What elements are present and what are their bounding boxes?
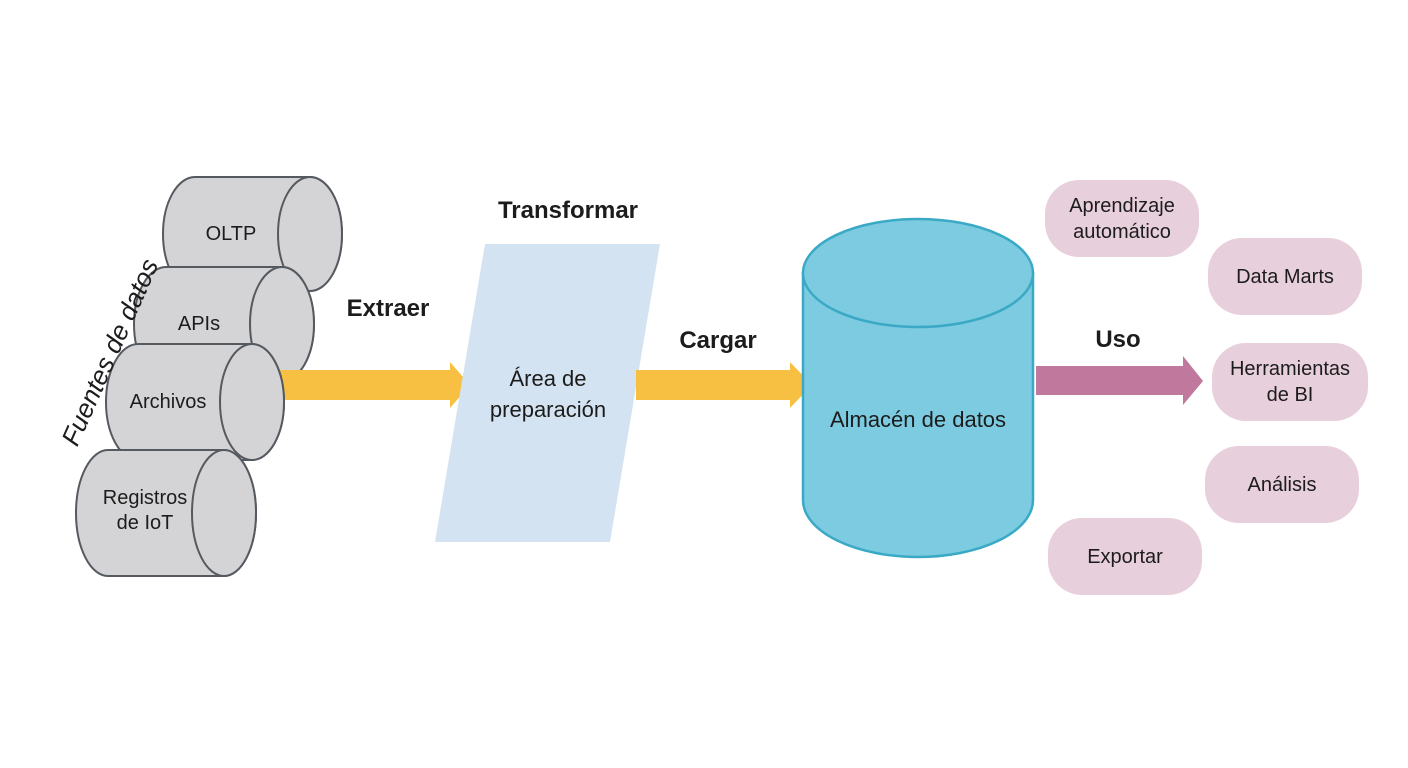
source-cylinder-archivos bbox=[105, 343, 285, 461]
use-label: Uso bbox=[1095, 326, 1141, 353]
source-label-apis: APIs bbox=[177, 313, 221, 335]
output-data-marts: Data Marts bbox=[1208, 238, 1362, 315]
output-bi-tools: Herramientas de BI bbox=[1212, 343, 1368, 421]
source-cylinder-iot bbox=[75, 449, 257, 577]
warehouse-label: Almacén de datos bbox=[829, 407, 1007, 432]
source-label-oltp: OLTP bbox=[205, 223, 257, 245]
extract-label: Extraer bbox=[346, 295, 430, 322]
source-label-archivos: Archivos bbox=[129, 391, 207, 413]
output-label: Exportar bbox=[1087, 545, 1163, 568]
output-label: Aprendizaje automático bbox=[1069, 194, 1175, 243]
output-label: Herramientas de BI bbox=[1229, 358, 1351, 406]
extract-arrow bbox=[270, 362, 470, 408]
output-label: Análisis bbox=[1247, 473, 1317, 496]
staging-area-shape bbox=[435, 244, 660, 542]
output-export: Exportar bbox=[1048, 518, 1202, 595]
source-cylinder-oltp bbox=[162, 176, 343, 292]
output-machine-learning: Aprendizaje automático bbox=[1045, 180, 1199, 257]
output-label: Data Marts bbox=[1236, 265, 1334, 288]
load-arrow bbox=[636, 362, 812, 408]
use-arrow bbox=[1036, 356, 1203, 405]
source-label-iot: Registros de IoT bbox=[102, 487, 188, 534]
transform-label: Transformar bbox=[497, 197, 639, 224]
output-analysis: Análisis bbox=[1205, 446, 1359, 523]
load-label: Cargar bbox=[679, 327, 757, 354]
staging-area-label: Área de preparación bbox=[489, 366, 607, 422]
warehouse-cylinder bbox=[801, 217, 1035, 559]
